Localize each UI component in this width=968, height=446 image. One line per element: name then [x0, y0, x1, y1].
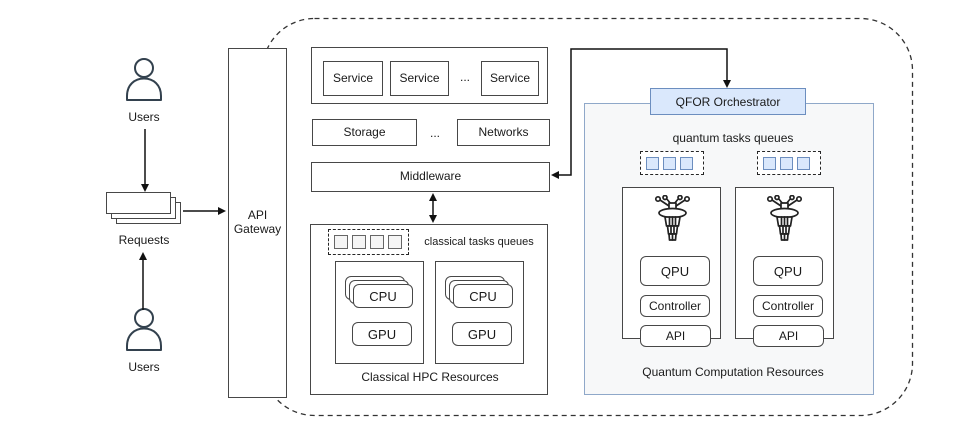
- arrowhead-right: [218, 207, 226, 215]
- qfor-orchestrator-box: QFOR Orchestrator: [650, 88, 806, 115]
- requests-sheet-front: [106, 192, 171, 214]
- storage-box: Storage: [312, 119, 417, 146]
- api-gateway-label-line2: Gateway: [233, 222, 282, 236]
- quantum-computer-icon: [654, 195, 691, 241]
- user-icon: [126, 58, 162, 101]
- arrowhead-up: [139, 252, 147, 260]
- services-ellipsis: ...: [459, 70, 470, 84]
- quantum-tasks-queue-1: [640, 151, 704, 175]
- users-top-label: Users: [128, 109, 160, 124]
- service-box-2: Service: [390, 61, 449, 96]
- gpu-card: GPU: [452, 322, 512, 346]
- task-slot: [388, 235, 402, 249]
- arrowhead-down: [723, 80, 731, 88]
- arrowhead-up: [429, 193, 437, 201]
- gpu-card: GPU: [352, 322, 412, 346]
- task-slot: [663, 156, 676, 170]
- cpu-stack: CPU: [445, 276, 513, 308]
- user-icon: [126, 308, 162, 351]
- task-slot: [334, 235, 348, 249]
- cpu-card-front: CPU: [453, 284, 513, 308]
- qpu-card: QPU: [753, 256, 823, 286]
- api-card: API: [640, 325, 711, 347]
- infrastructure-ellipsis: ...: [429, 126, 440, 140]
- cpu-stack: CPU: [345, 276, 413, 308]
- task-slot: [797, 156, 810, 170]
- arrowhead-down: [141, 184, 149, 192]
- api-card: API: [753, 325, 824, 347]
- service-box-3: Service: [481, 61, 539, 96]
- quantum-resources-title: Quantum Computation Resources: [642, 364, 824, 379]
- middleware-box: Middleware: [311, 162, 550, 192]
- quantum-tasks-queue-2: [757, 151, 821, 175]
- api-gateway-box: API Gateway: [228, 48, 287, 398]
- classical-hpc-title: Classical HPC Resources: [361, 370, 499, 384]
- task-slot: [370, 235, 384, 249]
- task-slot: [680, 156, 693, 170]
- cpu-card-front: CPU: [353, 284, 413, 308]
- task-slot: [780, 156, 793, 170]
- api-gateway-label-line1: API: [247, 208, 268, 223]
- users-bottom-label: Users: [128, 359, 160, 374]
- arrowhead-left: [551, 171, 559, 179]
- controller-card: Controller: [753, 295, 823, 317]
- qpu-card: QPU: [640, 256, 710, 286]
- arrowhead-down: [429, 215, 437, 223]
- task-slot: [352, 235, 366, 249]
- task-slot: [646, 156, 659, 170]
- task-slot: [763, 156, 776, 170]
- quantum-tasks-queue-label: quantum tasks queues: [672, 130, 794, 145]
- networks-box: Networks: [457, 119, 550, 146]
- classical-tasks-queue: [328, 229, 409, 255]
- quantum-computer-icon: [766, 195, 803, 241]
- requests-stack: [106, 192, 184, 226]
- service-box-1: Service: [323, 61, 383, 96]
- controller-card: Controller: [640, 295, 710, 317]
- requests-label: Requests: [118, 233, 170, 247]
- classical-tasks-queue-label: classical tasks queues: [424, 236, 534, 248]
